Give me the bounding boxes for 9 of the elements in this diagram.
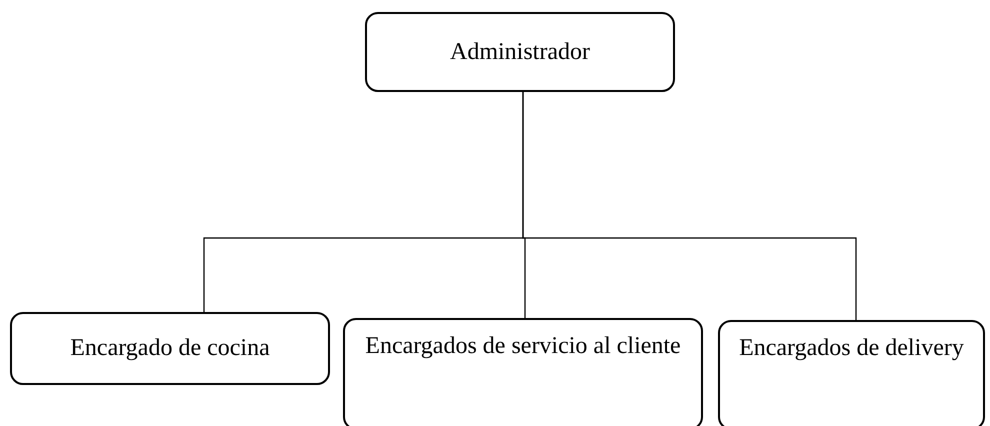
role-title: Encargados de delivery [739, 334, 964, 363]
role-title: Encargados de servicio al cliente [365, 332, 681, 361]
role-box [718, 320, 985, 426]
role-title: Encargado de cocina [70, 334, 270, 364]
role-title: Administrador [450, 38, 590, 67]
role-box [343, 318, 703, 426]
role-box [365, 12, 675, 92]
connector-line [522, 92, 857, 320]
role-box [10, 312, 330, 385]
